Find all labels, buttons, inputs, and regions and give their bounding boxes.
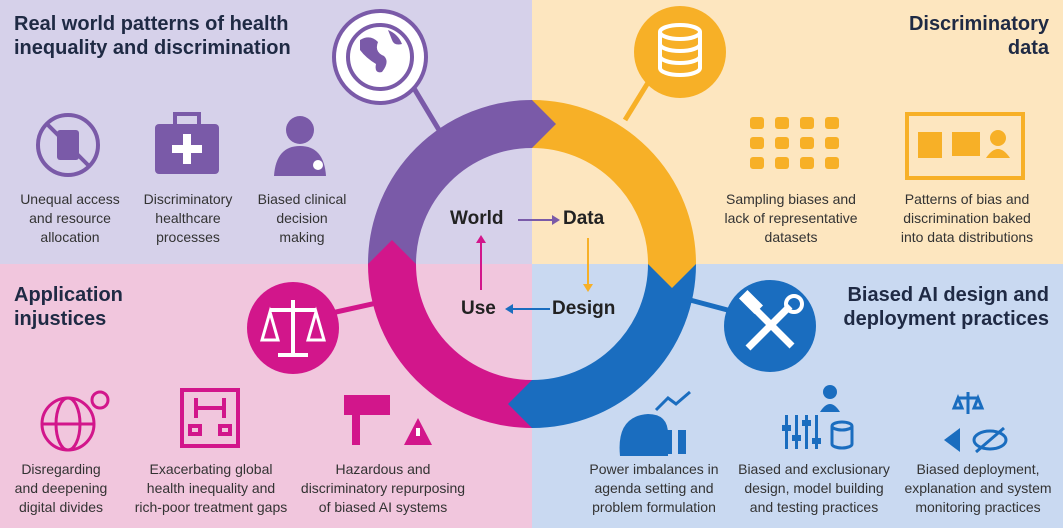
use-title: Application injustices: [14, 283, 123, 331]
globe-icon: [332, 9, 428, 105]
ring-design-segment: [531, 263, 696, 428]
design-chevron: [508, 380, 532, 428]
camera-warning-icon: [344, 395, 432, 445]
design-item-label: Biased and exclusionary design, model bu…: [738, 461, 890, 515]
design-title-line1: Biased AI design and: [847, 284, 1049, 306]
data-item-label: Patterns of bias and discrimination bake…: [900, 191, 1034, 245]
use-title-line2: injustices: [14, 308, 107, 330]
data-title-line1: Discriminatory: [908, 13, 1049, 35]
design-title-line2: deployment practices: [843, 308, 1049, 330]
doctor-icon: [274, 116, 326, 176]
use-item-label: Hazardous and discriminatory repurposing…: [300, 461, 466, 515]
cycle-world-label: World: [450, 208, 504, 229]
use-title-line1: Application: [14, 284, 123, 306]
data-title: Discriminatory data: [909, 12, 1049, 60]
database-icon: [634, 6, 726, 98]
head-chart-icon: [619, 390, 691, 456]
design-title: Biased AI design and deployment practice…: [843, 283, 1049, 331]
no-medicine-icon: [36, 113, 100, 177]
use-item-label: Exacerbating global health inequality an…: [134, 461, 288, 515]
ring-use-segment: [368, 263, 533, 428]
cycle-design-label: Design: [552, 298, 616, 319]
data-item-label: Sampling biases and lack of representati…: [724, 191, 858, 245]
use-item-label: Disregarding and deepening digital divid…: [14, 461, 108, 515]
world-title: Real world patterns of health inequality…: [14, 12, 291, 60]
globe-network-icon: [40, 390, 110, 452]
hospital-icon: [180, 388, 240, 448]
people-grid-icon: [750, 117, 839, 169]
tools-icon: [724, 280, 816, 372]
design-item-label: Power imbalances in agenda setting and p…: [589, 461, 719, 515]
cycle-use-label: Use: [461, 298, 496, 319]
world-title-line1: Real world patterns of health: [14, 13, 289, 35]
cycle-data-label: Data: [563, 208, 605, 229]
scales-hidden-icon: [944, 392, 1008, 454]
world-item-label: Discriminatory healthcare processes: [143, 191, 233, 245]
world-item-label: Biased clinical decision making: [257, 191, 347, 245]
scales-icon: [247, 282, 339, 374]
framed-health-icons: [905, 112, 1025, 180]
data-chevron: [648, 264, 696, 288]
design-item-label: Biased deployment, explanation and syste…: [904, 461, 1052, 515]
medical-kit-icon: [155, 112, 219, 174]
use-chevron: [368, 240, 416, 264]
world-item-label: Unequal access and resource allocation: [20, 191, 120, 245]
data-title-line2: data: [1007, 37, 1049, 59]
world-chevron: [532, 100, 556, 148]
ring-world-segment: [368, 100, 533, 265]
ring-data-segment: [531, 100, 696, 265]
world-title-line2: inequality and discrimination: [14, 37, 291, 59]
sliders-data-icon: [782, 385, 854, 450]
